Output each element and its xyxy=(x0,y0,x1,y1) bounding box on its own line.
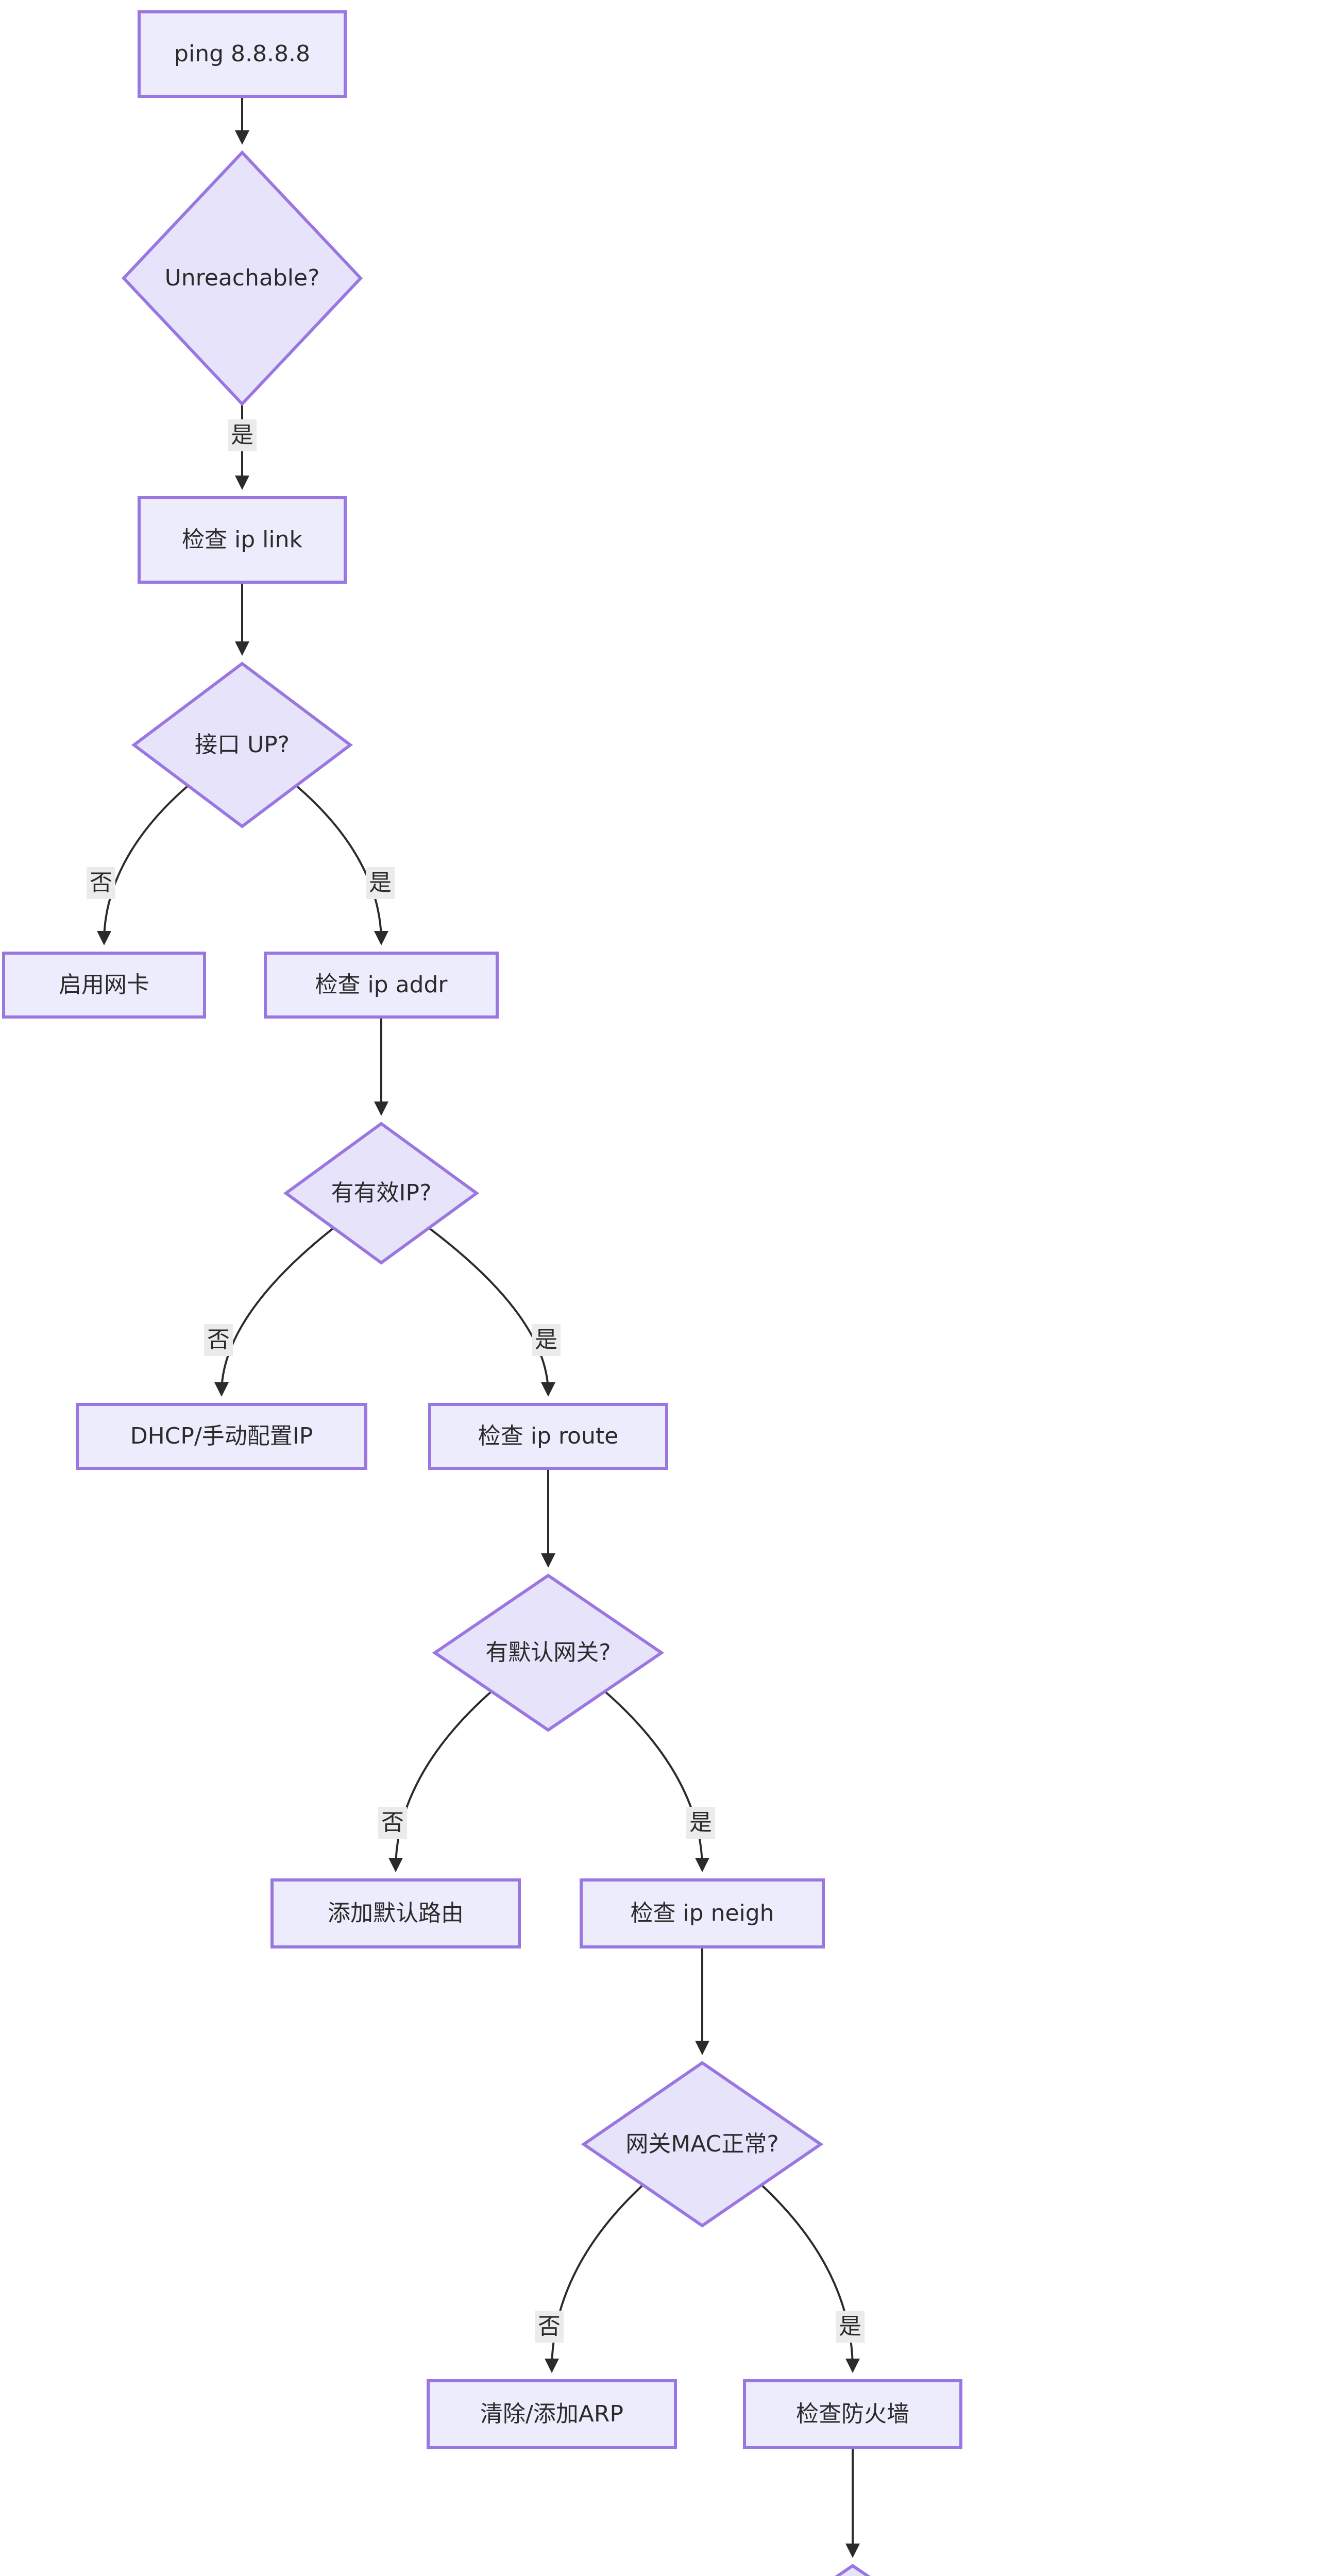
flow-edge-ifup-to-ipaddr xyxy=(295,785,388,945)
flow-node-firewall[interactable]: 检查防火墙 xyxy=(743,2379,962,2449)
edge-label-text: 是 xyxy=(535,1327,557,1353)
flow-node-arp[interactable]: 清除/添加ARP xyxy=(427,2379,677,2449)
node-shape-diamond xyxy=(131,662,353,828)
flow-node-ipaddr[interactable]: 检查 ip addr xyxy=(264,952,499,1019)
node-label-ip: 有有效IP? xyxy=(331,1180,432,1206)
flow-node-dhcp[interactable]: DHCP/手动配置IP xyxy=(76,1403,367,1470)
flow-node-ifup[interactable]: 接口 UP? xyxy=(131,662,353,828)
edge-label-no: 否 xyxy=(378,1807,407,1839)
node-shape-diamond xyxy=(835,2564,871,2576)
node-shape-diamond xyxy=(581,2061,824,2228)
node-label-dhcp-ip: DHCP/手动配置IP xyxy=(130,1423,313,1449)
node-shape-diamond xyxy=(432,1573,665,1732)
edge-label-text: 是 xyxy=(689,1809,712,1836)
flow-node-gateway[interactable]: 有默认网关? xyxy=(432,1573,665,1732)
flow-edge-gateway-to-addroute xyxy=(388,1690,493,1872)
node-label-ip-neigh: 检查 ip neigh xyxy=(630,1900,774,1926)
flow-node-unreach[interactable]: Unreachable? xyxy=(121,150,363,406)
node-label-node: 添加默认路由 xyxy=(328,1900,464,1926)
edge-label-background xyxy=(535,2311,564,2343)
node-shape-rect xyxy=(428,1403,668,1470)
node-shape-diamond xyxy=(121,150,363,406)
node-label-arp: 清除/添加ARP xyxy=(480,2401,623,2427)
edge-label-yes: 是 xyxy=(836,2311,865,2343)
node-label-node: 检查防火墙 xyxy=(796,2401,909,2427)
flow-edge-gwmac-to-firewall xyxy=(760,2184,860,2373)
node-label-ping-8-8-8-8: ping 8.8.8.8 xyxy=(174,41,310,67)
flow-node-ping[interactable]: ping 8.8.8.8 xyxy=(138,10,347,98)
flow-edge-ifup-to-enable_nic xyxy=(97,785,189,945)
flow-node-validip[interactable]: 有有效IP? xyxy=(283,1122,480,1265)
edge-label-yes: 是 xyxy=(366,867,395,899)
flow-edge-gateway-to-ipneigh xyxy=(604,1690,709,1872)
node-shape-rect xyxy=(264,952,499,1019)
edge-label-no: 否 xyxy=(204,1324,233,1356)
edge-label-text: 是 xyxy=(369,870,392,896)
edge-label-background xyxy=(204,1324,233,1356)
edge-label-no: 否 xyxy=(87,867,115,899)
node-shape-rect xyxy=(270,1878,521,1948)
edge-label-yes: 是 xyxy=(532,1324,561,1356)
node-label-up: 接口 UP? xyxy=(195,732,290,758)
node-shape-rect xyxy=(427,2379,677,2449)
edge-label-no: 否 xyxy=(535,2311,564,2343)
edge-label-background xyxy=(87,867,115,899)
edge-label-background xyxy=(532,1324,561,1356)
flow-node-gwmac[interactable]: 网关MAC正常? xyxy=(581,2061,824,2228)
flow-node-fwblock[interactable]: 防火墙阻塞? xyxy=(739,2564,966,2576)
edge-label-text: 是 xyxy=(839,2313,861,2340)
node-label-ip-link: 检查 ip link xyxy=(182,527,302,553)
node-shape-rect xyxy=(2,952,206,1019)
node-shape-rect xyxy=(138,496,347,584)
node-label-node: 启用网卡 xyxy=(59,972,149,998)
edge-label-yes: 是 xyxy=(228,419,257,451)
edge-label-background xyxy=(366,867,395,899)
flow-edge-validip-to-dhcp xyxy=(214,1227,334,1397)
edge-labels-layer: 是否是否是否是否是是否否是 xyxy=(87,419,865,2343)
flow-edge-gwmac-to-arp xyxy=(545,2184,644,2373)
edge-label-text: 否 xyxy=(207,1327,230,1353)
node-label-ip-addr: 检查 ip addr xyxy=(315,972,448,998)
edge-label-text: 否 xyxy=(90,870,112,896)
flow-node-iplink[interactable]: 检查 ip link xyxy=(138,496,347,584)
edge-label-yes: 是 xyxy=(686,1807,715,1839)
node-shape-diamond xyxy=(283,1122,480,1265)
node-label-ip-route: 检查 ip route xyxy=(478,1423,618,1449)
flow-node-addroute[interactable]: 添加默认路由 xyxy=(270,1878,521,1948)
node-shape-rect xyxy=(743,2379,962,2449)
edge-label-background xyxy=(836,2311,865,2343)
flow-node-ipneigh[interactable]: 检查 ip neigh xyxy=(580,1878,825,1948)
node-label-mac: 网关MAC正常? xyxy=(625,2131,778,2157)
node-label-node: 有默认网关? xyxy=(485,1639,611,1666)
edge-label-text: 否 xyxy=(381,1809,404,1836)
edge-label-background xyxy=(228,419,257,451)
node-shape-rect xyxy=(76,1403,367,1470)
edge-label-background xyxy=(378,1807,407,1839)
flow-node-iproute[interactable]: 检查 ip route xyxy=(428,1403,668,1470)
flow-edge-validip-to-iproute xyxy=(428,1227,555,1397)
edge-label-text: 是 xyxy=(231,422,253,448)
node-shape-rect xyxy=(580,1878,825,1948)
flow-node-enable_nic[interactable]: 启用网卡 xyxy=(2,952,206,1019)
edge-label-background xyxy=(686,1807,715,1839)
edge-label-text: 否 xyxy=(538,2313,561,2340)
node-shape-rect xyxy=(138,10,347,98)
node-label-unreachable: Unreachable? xyxy=(165,265,320,291)
edges-layer xyxy=(97,96,860,2558)
